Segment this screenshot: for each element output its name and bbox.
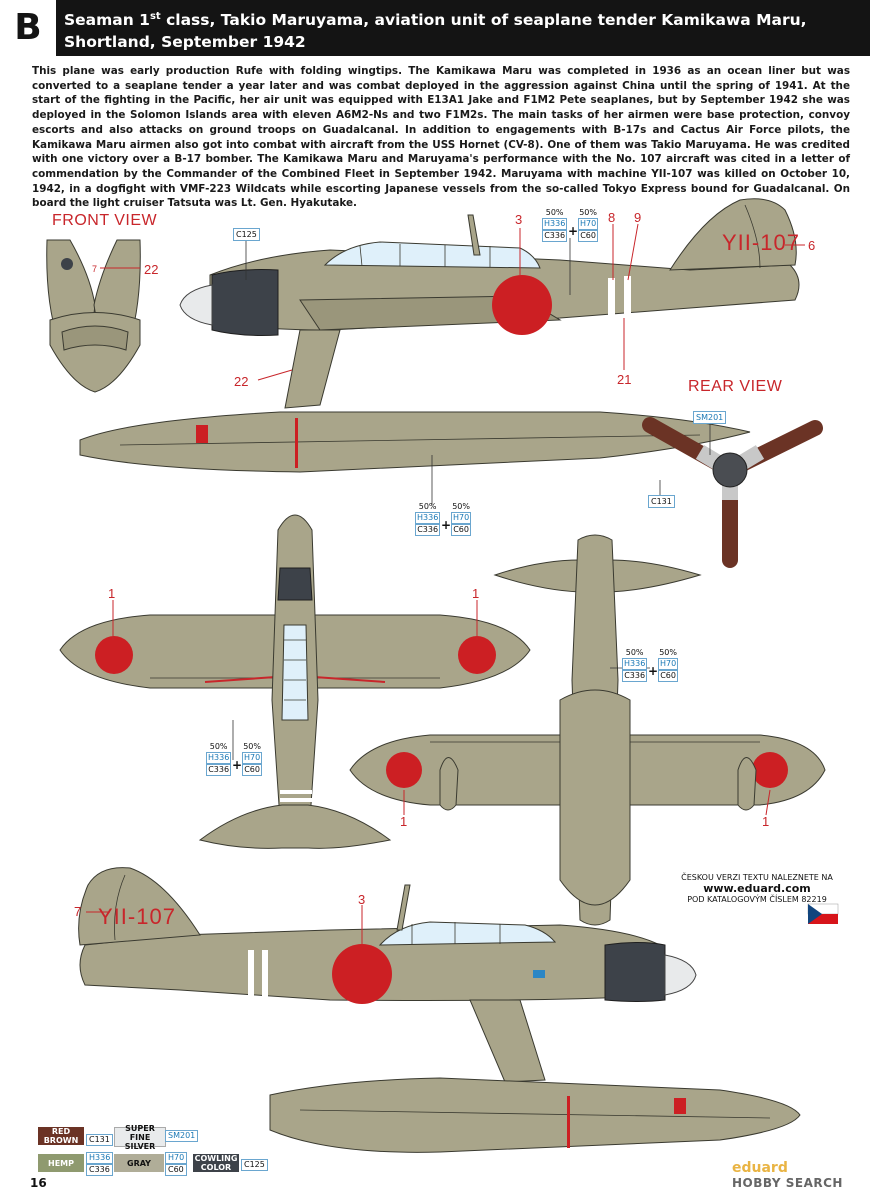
side-view-top: [79, 198, 800, 473]
mix-plus-1: +: [568, 224, 579, 238]
title-prefix: Seaman 1: [64, 11, 150, 30]
callout-7-front: 7: [92, 264, 98, 274]
leader-lines: [86, 223, 805, 945]
header-bar: B Seaman 1st class, Takio Maruyama, avia…: [0, 0, 870, 56]
side-view-bottom: [78, 867, 801, 1153]
callout-21: 21: [617, 372, 632, 387]
title-sup: st: [149, 11, 161, 22]
mix-plus-3: +: [232, 758, 243, 772]
tail-code-top: YII-107: [722, 230, 800, 255]
mix-ref-float: 50% H336 C336: [415, 502, 441, 536]
callout-22-front: 22: [144, 262, 159, 277]
eduard-url: www.eduard.com: [703, 882, 811, 895]
legend-code-silver: SM201: [165, 1130, 199, 1142]
ref-box-c131: C131: [648, 495, 675, 508]
rear-view-drawing: [642, 417, 823, 568]
callout-1-bottom-left: 1: [400, 814, 408, 829]
czech-version-note: ČESKOU VERZI TEXTU NALEZNETE NA www.edua…: [664, 872, 850, 905]
legend-swatch-hemp: HEMP: [38, 1154, 84, 1172]
rear-view-label: REAR VIEW: [688, 378, 783, 395]
mix-plus-4: +: [648, 664, 659, 678]
page-title: Seaman 1st class, Takio Maruyama, aviati…: [64, 6, 854, 53]
callout-1-top-right: 1: [472, 586, 480, 601]
mix-ref-topview: 50% H336 C336: [206, 742, 232, 776]
scheme-letter: B: [0, 0, 56, 56]
front-view-label: FRONT VIEW: [52, 212, 158, 229]
callout-22-side: 22: [234, 374, 249, 389]
legend-swatch-red-brown: RED BROWN: [38, 1127, 84, 1145]
legend-swatch-cowling: COWLING COLOR: [193, 1154, 239, 1172]
mix-ref-topview-b: 50% H70 C60: [242, 742, 263, 776]
eduard-logo: eduard: [732, 1160, 788, 1176]
ref-box-sm201: SM201: [693, 411, 727, 424]
front-view-drawing: [46, 239, 141, 393]
tail-code-bottom: YII-107: [98, 904, 176, 929]
callout-7-side: 7: [74, 904, 82, 919]
legend-code-cowling: C125: [241, 1159, 268, 1171]
ref-box-c125: C125: [233, 228, 260, 241]
mix-ref-float-b: 50% H70 C60: [451, 502, 472, 536]
legend-code-red-brown: C131: [86, 1134, 113, 1146]
callout-8: 8: [608, 210, 616, 225]
hobby-search-watermark: HOBBY SEARCH: [732, 1176, 843, 1190]
page-number: 16: [30, 1176, 47, 1190]
legend-swatch-gray: GRAY: [114, 1154, 164, 1172]
callout-3-top: 3: [515, 212, 523, 227]
callout-6: 6: [808, 238, 816, 253]
description-paragraph: This plane was early production Rufe wit…: [32, 65, 850, 210]
top-view-drawing: [59, 514, 531, 849]
bottom-view-drawing: [349, 534, 826, 926]
callout-3-side: 3: [358, 892, 366, 907]
callout-9: 9: [634, 210, 642, 225]
callout-1-bottom-right: 1: [762, 814, 770, 829]
mix-ref-side-top: 50% H336 C336: [542, 208, 568, 242]
mix-ref-side-top-b: 50% H70 C60: [578, 208, 599, 242]
title-rest: class, Takio Maruyama, aviation unit of …: [64, 11, 807, 52]
callout-1-top-left: 1: [108, 586, 116, 601]
czech-line-1: ČESKOU VERZI TEXTU NALEZNETE NA: [681, 873, 833, 882]
czech-line-3: POD KATALOGOVÝM ČÍSLEM 82219: [687, 895, 827, 904]
mix-ref-bottomview-b: 50% H70 C60: [658, 648, 679, 682]
mix-plus-2: +: [441, 518, 452, 532]
mix-ref-bottomview: 50% H336 C336: [622, 648, 648, 682]
legend-swatch-silver: SUPER FINE SILVER: [114, 1124, 166, 1151]
